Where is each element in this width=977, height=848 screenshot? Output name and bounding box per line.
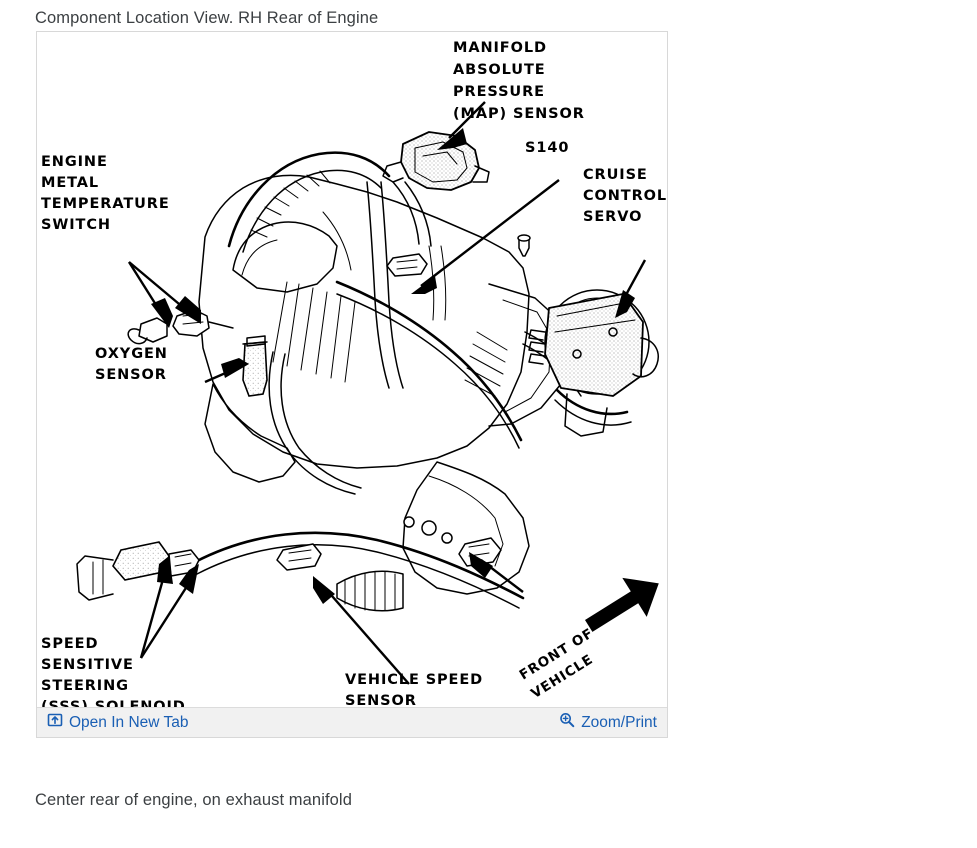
callout-cruise-control-servo-line-1: CRUISE [583,167,648,183]
callout-engine-metal-temperature-switch-line-4: SWITCH [41,217,111,233]
callout-cruise-control-servo: CRUISE CONTROL SERVO [583,167,667,225]
callout-map-sensor-line-4: (MAP) SENSOR [453,106,585,122]
callout-map-sensor: MANIFOLD ABSOLUTE PRESSURE (MAP) SENSOR [453,40,585,122]
callout-s140-line-1: S140 [525,140,569,156]
callout-leaders-group [127,101,647,685]
figure-toolbar: Open In New Tab Zoom/Print [37,707,667,737]
zoom-print-button[interactable]: Zoom/Print [559,712,657,733]
callout-sss-solenoid-line-1: SPEED [41,636,98,652]
callout-sss-solenoid-line-3: STEERING [41,678,129,694]
callout-vehicle-speed-sensor-line-2: SENSOR [345,693,417,707]
callout-sss-solenoid-line-2: SENSITIVE [41,657,134,673]
open-in-new-tab-button[interactable]: Open In New Tab [47,712,188,733]
callout-vehicle-speed-sensor: VEHICLE SPEED SENSOR [345,672,483,707]
callout-engine-metal-temperature-switch-line-2: METAL [41,175,99,191]
connectors-group [76,234,531,601]
cruise-control-servo-part [528,289,659,437]
open-in-new-tab-icon [47,712,63,733]
magnifier-plus-icon [559,712,575,733]
callout-oxygen-sensor-line-1: OXYGEN [95,346,168,362]
component-location-diagram: MANIFOLD ABSOLUTE PRESSURE (MAP) SENSOR … [37,32,667,707]
callout-map-sensor-line-3: PRESSURE [453,84,545,100]
callout-map-sensor-line-1: MANIFOLD [453,40,547,56]
page-title: Component Location View. RH Rear of Engi… [35,9,379,27]
figure-frame: MANIFOLD ABSOLUTE PRESSURE (MAP) SENSOR … [36,31,668,738]
callout-oxygen-sensor: OXYGEN SENSOR [95,346,168,383]
callout-vehicle-speed-sensor-line-1: VEHICLE SPEED [345,672,483,688]
diagram-svg: MANIFOLD ABSOLUTE PRESSURE (MAP) SENSOR … [37,32,667,707]
callout-cruise-control-servo-line-3: SERVO [583,209,642,225]
callout-map-sensor-line-2: ABSOLUTE [453,62,546,78]
open-in-new-tab-label: Open In New Tab [69,713,189,731]
callout-cruise-control-servo-line-2: CONTROL [583,188,667,204]
callout-oxygen-sensor-line-2: SENSOR [95,367,167,383]
callout-sss-solenoid-line-4: (SSS) SOLENOID [41,699,186,707]
front-of-vehicle-indicator [585,577,659,632]
callout-engine-metal-temperature-switch-line-1: ENGINE [41,154,108,170]
callout-s140: S140 [525,140,569,156]
callout-sss-solenoid: SPEED SENSITIVE STEERING (SSS) SOLENOID [41,636,186,707]
callout-engine-metal-temperature-switch: ENGINE METAL TEMPERATURE SWITCH [41,154,170,233]
figure-caption: Center rear of engine, on exhaust manifo… [35,791,352,809]
callout-engine-metal-temperature-switch-line-3: TEMPERATURE [41,196,170,212]
zoom-print-label: Zoom/Print [581,713,657,731]
